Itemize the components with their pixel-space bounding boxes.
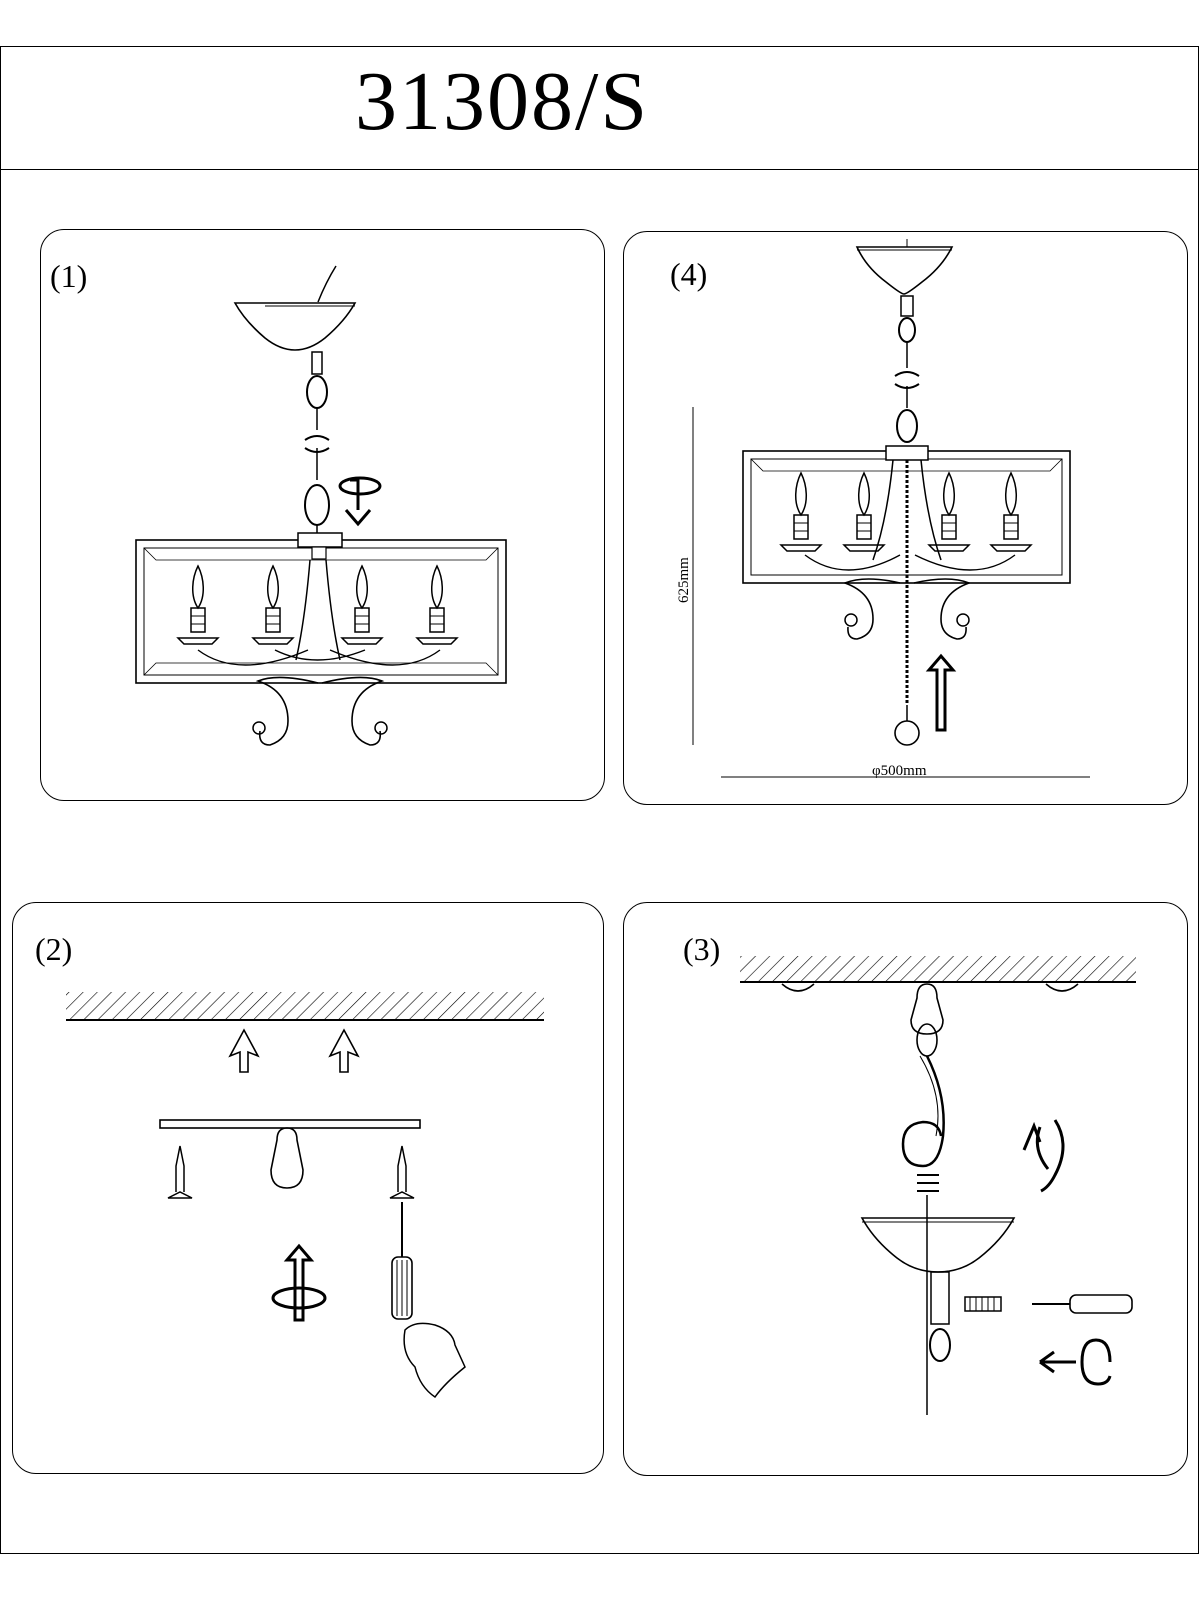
step-label-2: (2) xyxy=(35,931,73,967)
panel-2-illustration xyxy=(66,992,544,1399)
step-panel-2 xyxy=(12,902,604,1474)
step-label-4: (4) xyxy=(670,256,708,292)
panel-1-illustration xyxy=(135,265,507,746)
diameter-dimension-label: φ500mm xyxy=(872,763,927,779)
model-number-title: 31308/S xyxy=(355,55,650,148)
panel-3-illustration xyxy=(740,956,1136,1415)
step-label-1: (1) xyxy=(50,258,88,294)
step-panel-3 xyxy=(623,902,1188,1476)
step-panel-1 xyxy=(40,229,605,801)
height-dimension-label: 625mm xyxy=(676,557,692,603)
step-panel-4 xyxy=(623,231,1188,805)
step-label-3: (3) xyxy=(683,931,721,967)
title-row xyxy=(0,46,1199,170)
panel-4-illustration xyxy=(692,239,1090,778)
